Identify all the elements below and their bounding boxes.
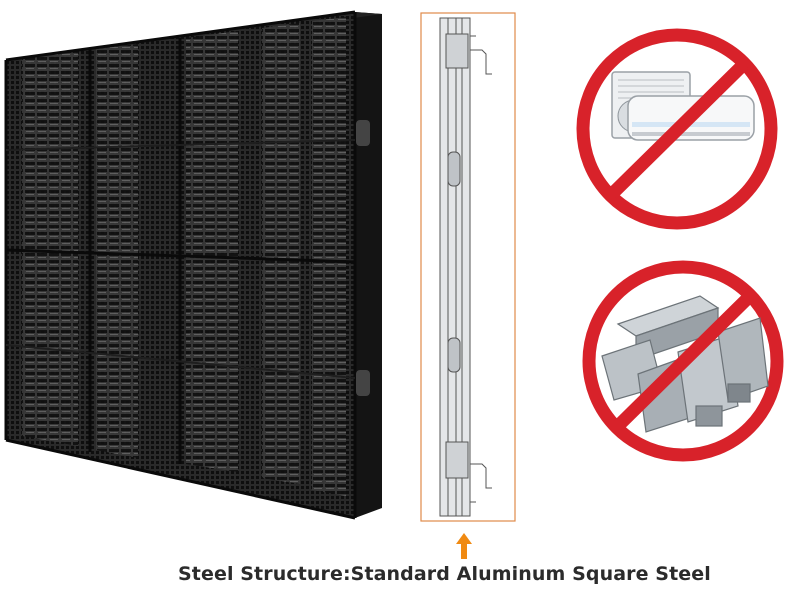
led-mesh-panel-image (4, 10, 382, 520)
aluminum-profile-drawing (420, 12, 516, 522)
no-air-conditioner-icon (576, 28, 778, 230)
up-arrow-icon (456, 533, 472, 559)
no-square-steel-icon (582, 260, 784, 462)
caption-text: Steel Structure:Standard Aluminum Square… (178, 563, 711, 585)
